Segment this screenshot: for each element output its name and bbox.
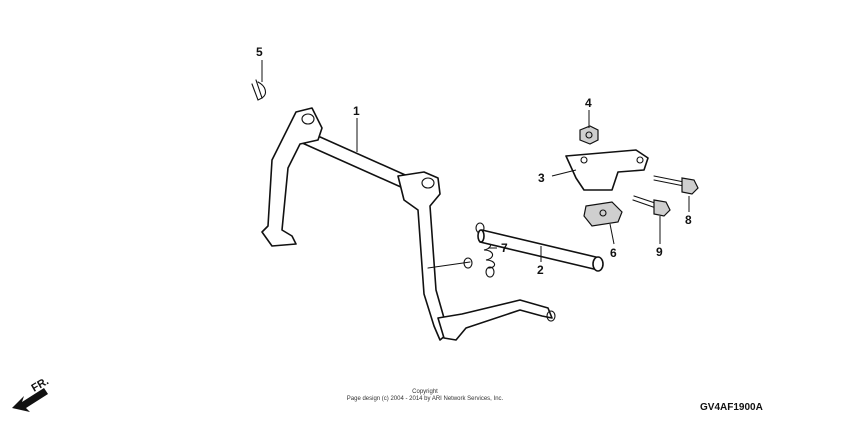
callout-4: 4 [585,96,592,110]
main-stand[interactable] [261,107,556,341]
callout-5: 5 [256,45,263,59]
flange-bolt-8[interactable] [653,175,699,195]
stopper-rubber[interactable] [583,201,623,227]
copyright-line: Page design (c) 2004 - 2014 by ARI Netwo… [346,396,504,402]
flange-bolt-9[interactable] [632,195,671,217]
callout-8: 8 [685,213,692,227]
leader-lines [261,60,690,262]
diagram-code: GV4AF1900A [700,402,763,413]
pivot-shaft[interactable] [477,229,604,272]
callout-2: 2 [537,263,544,277]
flange-nut[interactable] [579,125,599,145]
callout-9: 9 [656,245,663,259]
callout-1: 1 [353,104,360,118]
callout-7: 7 [501,241,508,255]
copyright-heading: Copyright [412,389,438,395]
callout-6: 6 [610,246,617,260]
callout-3: 3 [538,171,545,185]
cotter-pin[interactable] [251,79,267,101]
stand-bracket[interactable] [565,149,649,191]
